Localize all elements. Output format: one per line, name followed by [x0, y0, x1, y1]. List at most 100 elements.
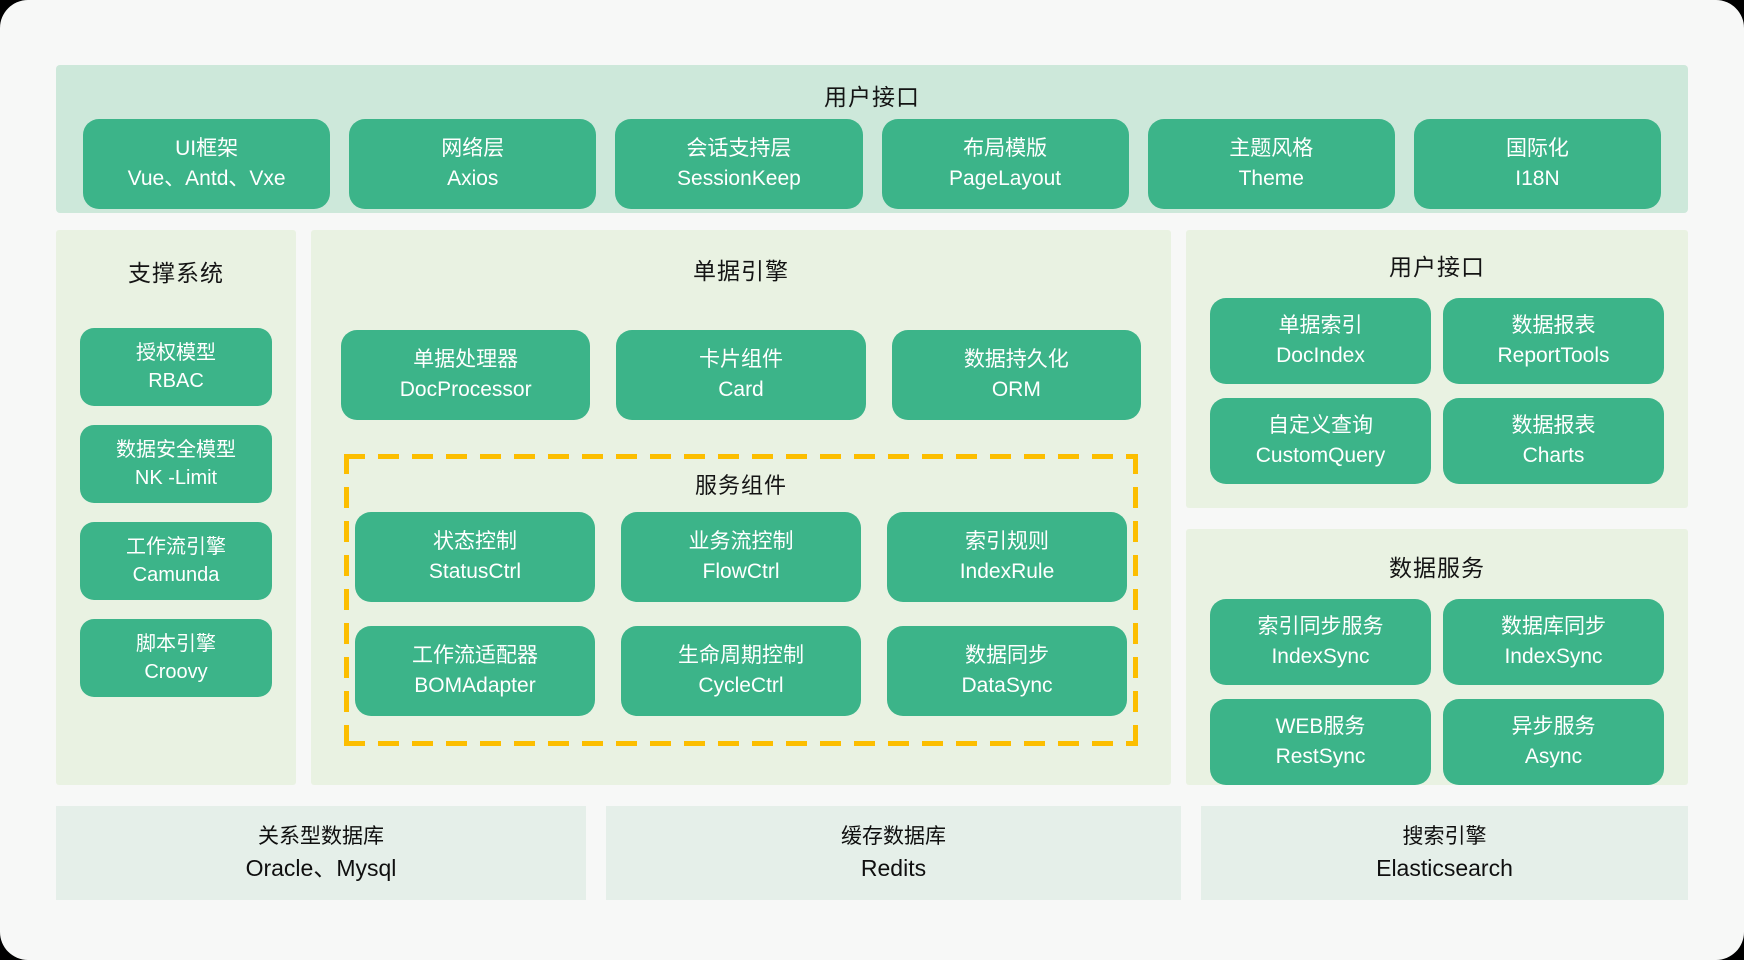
module-box-cn: 布局模版 [963, 137, 1048, 160]
module-box-cn: 单据索引 [1278, 314, 1363, 337]
storage-box-relational-db: 关系型数据库 Oracle、Mysql [56, 806, 586, 900]
module-box-cn: 异步服务 [1511, 715, 1596, 738]
doc-engine-boxes: 单据处理器 DocProcessor 卡片组件 Card 数据持久化 ORM [341, 330, 1141, 420]
module-box-session-keep: 会话支持层 SessionKeep [615, 119, 863, 209]
module-box-en: FlowCtrl [702, 560, 780, 583]
module-box-cn: 数据同步 [965, 644, 1049, 667]
module-box-croovy: 脚本引擎 Croovy [80, 619, 272, 697]
storage-box-en: Oracle、Mysql [245, 855, 397, 881]
module-box-charts: 数据报表 Charts [1443, 398, 1664, 484]
module-box-cn: 脚本引擎 [136, 633, 216, 655]
module-box-en: RestSync [1275, 745, 1366, 768]
module-box-nk-limit: 数据安全模型 NK -Limit [80, 425, 272, 503]
module-box-en: Camunda [132, 564, 220, 586]
module-box-en: DocProcessor [399, 378, 532, 401]
module-box-cycle-ctrl: 生命周期控制 CycleCtrl [621, 626, 861, 716]
storage-box-search-engine: 搜索引擎 Elasticsearch [1201, 806, 1688, 900]
module-box-en: Axios [447, 167, 499, 190]
module-box-en: Async [1524, 745, 1583, 768]
module-box-cn: 状态控制 [433, 530, 517, 553]
module-box-camunda: 工作流引擎 Camunda [80, 522, 272, 600]
module-box-en: IndexRule [959, 560, 1055, 583]
module-box-cn: 国际化 [1505, 137, 1569, 160]
module-box-cn: 单据处理器 [413, 348, 519, 371]
storage-box-cn: 缓存数据库 [841, 825, 946, 848]
storage-box-en: Elasticsearch [1376, 855, 1513, 881]
module-box-report-tools: 数据报表 ReportTools [1443, 298, 1664, 384]
module-box-db-sync: 数据库同步 IndexSync [1443, 599, 1664, 685]
module-box-index-rule: 索引规则 IndexRule [887, 512, 1127, 602]
storage-box-cn: 关系型数据库 [258, 825, 384, 848]
module-box-cn: 自定义查询 [1268, 414, 1373, 437]
storage-box-en: Redits [860, 855, 927, 881]
module-box-en: PageLayout [949, 167, 1062, 190]
module-box-rest-sync: WEB服务 RestSync [1210, 699, 1431, 785]
ui-panel-boxes: 单据索引 DocIndex 数据报表 ReportTools 自定义查询 Cus… [1210, 298, 1664, 484]
module-box-status-ctrl: 状态控制 StatusCtrl [355, 512, 595, 602]
module-box-en: Vue、Antd、Vxe [127, 167, 286, 190]
module-box-en: NK -Limit [134, 467, 218, 489]
module-box-en: DocIndex [1276, 344, 1365, 367]
module-box-en: RBAC [148, 370, 204, 392]
service-group-row-2: 工作流适配器 BOMAdapter 生命周期控制 CycleCtrl 数据同步 … [355, 626, 1127, 716]
storage-box-cn: 搜索引擎 [1402, 825, 1487, 848]
module-box-en: Card [718, 378, 764, 401]
module-box-ui-framework: UI框架 Vue、Antd、Vxe [83, 119, 331, 209]
module-box-bom-adapter: 工作流适配器 BOMAdapter [355, 626, 595, 716]
data-service-panel: 数据服务 索引同步服务 IndexSync 数据库同步 IndexSync WE… [1186, 529, 1688, 785]
doc-engine-panel: 单据引擎 单据处理器 DocProcessor 卡片组件 Card 数据持久化 … [311, 230, 1171, 785]
user-interface-banner: 用户接口 UI框架 Vue、Antd、Vxe 网络层 Axios 会话支持层 S… [56, 65, 1688, 213]
module-box-cn: 数据报表 [1511, 314, 1596, 337]
middle-band: 支撑系统 授权模型 RBAC 数据安全模型 NK -Limit 工作流引擎 Ca… [56, 230, 1688, 785]
module-box-cn: UI框架 [175, 137, 239, 160]
module-box-custom-query: 自定义查询 CustomQuery [1210, 398, 1431, 484]
module-box-doc-index: 单据索引 DocIndex [1210, 298, 1431, 384]
module-box-cn: 索引同步服务 [1257, 615, 1384, 638]
module-box-cn: 数据安全模型 [116, 439, 236, 461]
module-box-network-layer: 网络层 Axios [349, 119, 597, 209]
module-box-en: CycleCtrl [698, 674, 784, 697]
module-box-cn: 卡片组件 [698, 348, 783, 371]
module-box-flow-ctrl: 业务流控制 FlowCtrl [621, 512, 861, 602]
module-box-cn: 工作流引擎 [126, 536, 226, 558]
data-service-title: 数据服务 [1389, 555, 1485, 581]
module-box-cn: 索引规则 [965, 530, 1049, 553]
service-components-group: 服务组件 状态控制 StatusCtrl 业务流控制 FlowCtrl 索引规则… [344, 454, 1138, 746]
module-box-cn: WEB服务 [1275, 715, 1366, 738]
module-box-cn: 工作流适配器 [412, 644, 538, 667]
module-box-cn: 授权模型 [136, 342, 216, 364]
module-box-cn: 生命周期控制 [678, 644, 804, 667]
storage-box-cache-db: 缓存数据库 Redits [606, 806, 1181, 900]
ui-panel: 用户接口 单据索引 DocIndex 数据报表 ReportTools 自定义查… [1186, 230, 1688, 508]
banner-boxes: UI框架 Vue、Antd、Vxe 网络层 Axios 会话支持层 Sessio… [83, 119, 1662, 209]
module-box-cn: 数据持久化 [963, 348, 1069, 371]
module-box-en: I18N [1515, 167, 1560, 190]
doc-engine-title: 单据引擎 [693, 258, 789, 284]
module-box-orm: 数据持久化 ORM [891, 330, 1141, 420]
module-box-cn: 数据报表 [1511, 414, 1596, 437]
service-group-title: 服务组件 [694, 473, 787, 498]
module-box-en: BOMAdapter [414, 674, 536, 697]
ui-panel-title: 用户接口 [1389, 254, 1485, 280]
module-box-cn: 数据库同步 [1501, 615, 1606, 638]
module-box-en: DataSync [961, 674, 1053, 697]
module-box-cn: 网络层 [441, 137, 505, 160]
module-box-en: IndexSync [1504, 645, 1603, 668]
module-box-en: Charts [1522, 444, 1585, 467]
module-box-cn: 会话支持层 [686, 137, 792, 160]
service-group-row-1: 状态控制 StatusCtrl 业务流控制 FlowCtrl 索引规则 Inde… [355, 512, 1127, 602]
module-box-en: Croovy [144, 661, 208, 683]
module-box-en: CustomQuery [1255, 444, 1386, 467]
module-box-rbac: 授权模型 RBAC [80, 328, 272, 406]
banner-title: 用户接口 [824, 84, 920, 110]
support-system-panel: 支撑系统 授权模型 RBAC 数据安全模型 NK -Limit 工作流引擎 Ca… [56, 230, 296, 785]
module-box-cn: 业务流控制 [688, 530, 794, 553]
support-panel-title: 支撑系统 [128, 260, 224, 286]
module-box-data-sync: 数据同步 DataSync [887, 626, 1127, 716]
right-column: 用户接口 单据索引 DocIndex 数据报表 ReportTools 自定义查… [1186, 230, 1688, 785]
module-box-async: 异步服务 Async [1443, 699, 1664, 785]
module-box-en: ReportTools [1497, 344, 1610, 367]
storage-row: 关系型数据库 Oracle、Mysql 缓存数据库 Redits 搜索引擎 El… [56, 806, 1688, 900]
module-box-card: 卡片组件 Card [616, 330, 866, 420]
